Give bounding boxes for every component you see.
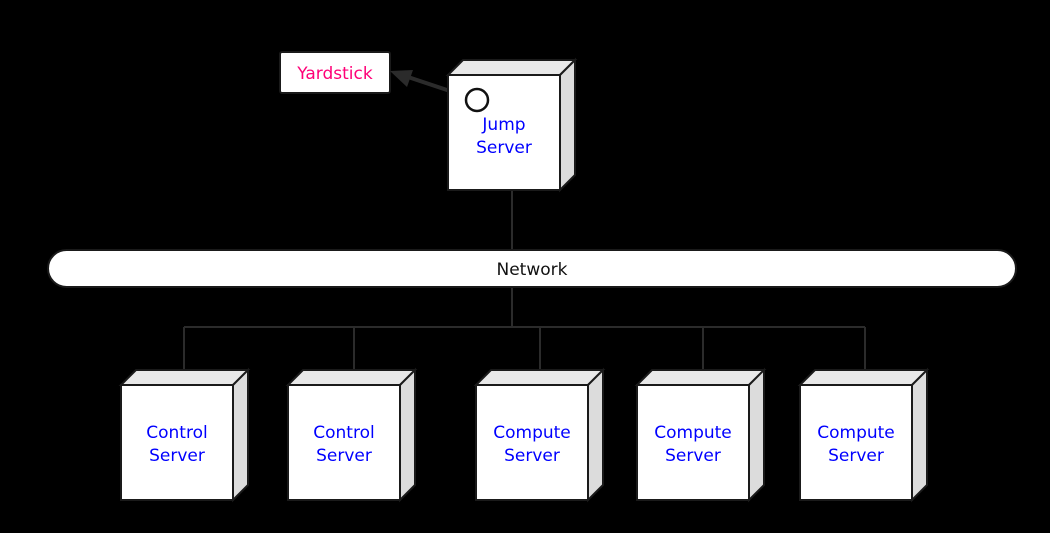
network-node[interactable]: Network bbox=[47, 249, 1017, 288]
server-3-box-side bbox=[587, 367, 604, 503]
yardstick-label: Yardstick bbox=[296, 64, 373, 84]
server-2-label-line1: Control bbox=[313, 423, 374, 443]
server-5-box-top bbox=[797, 369, 930, 386]
server-1-label-line2: Server bbox=[149, 446, 205, 466]
server-2-label-line2: Server bbox=[316, 446, 372, 466]
jump-server-port-icon[interactable] bbox=[464, 87, 490, 113]
server-4-box-top bbox=[634, 369, 767, 386]
arrow-head-icon bbox=[390, 70, 413, 87]
server-3-box-front[interactable] bbox=[475, 384, 589, 501]
server-4-label-line2: Server bbox=[665, 446, 721, 466]
server-4-box-side bbox=[748, 367, 765, 503]
server-2-box-side bbox=[399, 367, 416, 503]
network-bar[interactable] bbox=[47, 249, 1017, 288]
network-label: Network bbox=[497, 260, 568, 280]
server-node-3[interactable]: Compute Server bbox=[473, 367, 606, 503]
server-1-box-top bbox=[118, 369, 251, 386]
server-4-box-front[interactable] bbox=[636, 384, 750, 501]
jump-server-label-line1: Jump bbox=[481, 115, 525, 135]
server-2-box-front[interactable] bbox=[287, 384, 401, 501]
server-node-1[interactable]: Control Server bbox=[118, 367, 251, 503]
jump-server-node[interactable]: Jump Server bbox=[445, 57, 578, 193]
server-5-label-line2: Server bbox=[828, 446, 884, 466]
server-5-label-line1: Compute bbox=[817, 423, 895, 443]
yardstick-box[interactable] bbox=[279, 51, 391, 94]
server-2-box-top bbox=[285, 369, 418, 386]
server-4-label-line1: Compute bbox=[654, 423, 732, 443]
server-5-box-side bbox=[911, 367, 928, 503]
jump-server-box-top bbox=[445, 59, 578, 76]
server-3-label-line1: Compute bbox=[493, 423, 571, 443]
server-node-5[interactable]: Compute Server bbox=[797, 367, 930, 503]
server-1-label-line1: Control bbox=[146, 423, 207, 443]
server-3-label-line2: Server bbox=[504, 446, 560, 466]
server-1-box-front[interactable] bbox=[120, 384, 234, 501]
server-5-box-front[interactable] bbox=[799, 384, 913, 501]
yardstick-node[interactable]: Yardstick bbox=[279, 51, 391, 94]
server-node-2[interactable]: Control Server bbox=[285, 367, 418, 503]
jump-server-box-side bbox=[559, 57, 576, 193]
server-3-box-top bbox=[473, 369, 606, 386]
server-node-4[interactable]: Compute Server bbox=[634, 367, 767, 503]
jump-server-label-line2: Server bbox=[476, 138, 532, 158]
server-1-box-side bbox=[232, 367, 249, 503]
